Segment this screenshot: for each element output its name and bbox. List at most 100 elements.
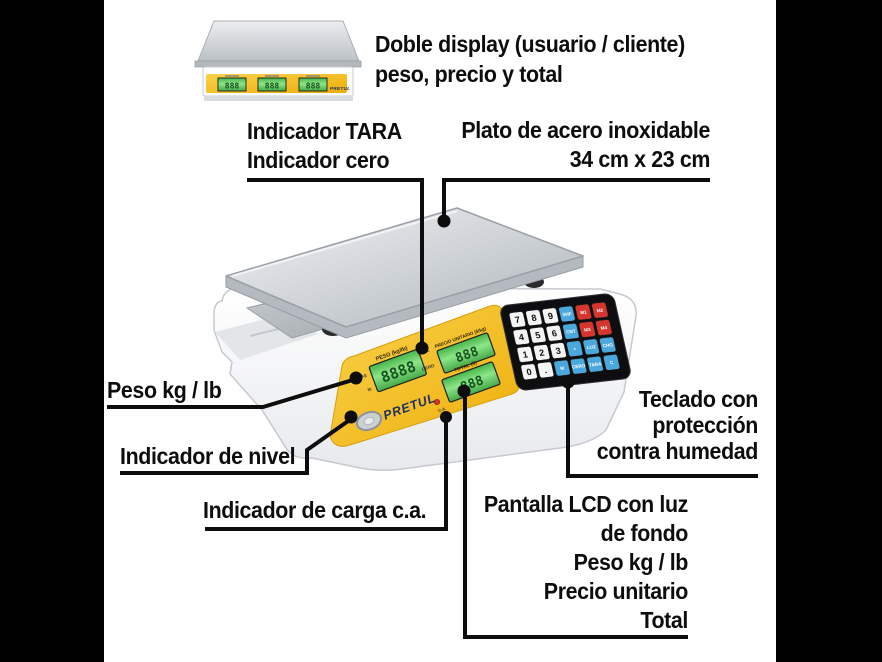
peso-callout-line (107, 377, 357, 409)
keypad-key-M3 (578, 321, 596, 338)
mini-plate (197, 20, 360, 62)
callout-pantalla-line3: Peso kg / lb (573, 549, 689, 575)
keypad-key-4 (512, 328, 530, 346)
nivel-callout-line (120, 417, 353, 475)
keypad-key-TARA (586, 356, 604, 373)
keypad-key-label-M4: M4 (600, 325, 608, 331)
unit-kg-label: kg (361, 372, 368, 379)
mini-display-label-2 (265, 75, 279, 77)
callout-pantalla-line1: Pantalla LCD con luz (483, 491, 688, 517)
keypad-key-label-M1: M1 (580, 310, 588, 316)
mini-display-value-3: 888 (306, 82, 321, 91)
keypad-key-2 (533, 344, 551, 361)
keypad-key-label-LUZ: LUZ (586, 344, 596, 350)
peso-display: PESO (kg/lb) 8888 kg lb (361, 346, 427, 392)
caption-line-2: peso, precio y total (375, 61, 563, 87)
keypad-key-label-SHF: SHF (562, 311, 572, 317)
keypad-key-label-CHG: CHG (602, 342, 614, 348)
keypad-key-LUZ (582, 338, 600, 356)
tara-callout-line (247, 178, 424, 348)
callout-tara-line1: Indicador TARA (247, 118, 402, 144)
callout-dots (344, 214, 575, 424)
keypad-key-label-3: 3 (555, 346, 562, 356)
callout-teclado-line2: protección (652, 412, 758, 438)
keypad-key-1 (516, 346, 534, 363)
keypad-key-label-6: 6 (551, 328, 558, 338)
callout-carga-line1: Indicador de carga c.a. (203, 497, 427, 523)
mini-scale: 888 888 888 PRETUL (194, 20, 362, 101)
keypad-key-label-5: 5 (534, 330, 541, 340)
ac-power-label: C.A. (437, 406, 447, 414)
callout-plato-line2: 34 cm x 23 cm (569, 146, 711, 172)
keypad-key-0 (520, 363, 538, 380)
mini-brand-logo: PRETUL (330, 86, 350, 91)
keypad-key-6 (545, 325, 563, 342)
callout-nivel: Indicador de nivel (120, 442, 296, 471)
keypad-key-label-4: 4 (518, 332, 525, 342)
keypad-key-SHF (558, 305, 576, 323)
callout-carga: Indicador de carga c.a. (203, 496, 427, 525)
keypad-key-label-1: 1 (522, 349, 529, 359)
keypad-key-9 (541, 307, 559, 325)
callout-teclado: Teclado con protección contra humedad (553, 386, 759, 464)
unit-lb-label: lb (367, 386, 373, 392)
mini-display-label-1 (225, 75, 239, 77)
ac-power-led (433, 398, 440, 405)
keypad-key-label-TARA: TARA (588, 361, 602, 367)
keypad-key-label-8: 8 (530, 313, 537, 323)
keypad-key-7 (508, 311, 526, 328)
pantalla-callout-line (463, 393, 688, 639)
keypad-key-M1 (574, 303, 592, 321)
keypad-key-label-+: + (573, 346, 577, 351)
mini-plate-edge (194, 60, 362, 68)
mini-displays: 888 888 888 (217, 75, 328, 92)
callout-plato: Plato de acero inoxidable 34 cm x 23 cm (440, 116, 710, 174)
level-indicator (355, 410, 383, 432)
carga-callout-line (205, 419, 448, 531)
main-scale: PESO (kg/lb) 8888 kg lb TARA CERO PRECIO… (213, 207, 637, 472)
callout-pantalla-line4: Precio unitario (543, 578, 689, 604)
keypad-key-M2 (591, 302, 609, 319)
callout-plato-line1: Plato de acero inoxidable (461, 117, 710, 143)
keypad-key-8 (525, 309, 543, 326)
keypad-key-label-2: 2 (538, 348, 545, 358)
keypad-key-label-.: . (543, 365, 548, 375)
caption-line-1: Doble display (usuario / cliente) (375, 31, 685, 57)
teclado-callout-line (566, 384, 758, 478)
mini-display-label-3 (306, 75, 320, 77)
mini-display-1 (217, 77, 247, 92)
callout-peso: Peso kg / lb (107, 376, 222, 405)
mini-base (204, 96, 353, 101)
keypad-key-label-M: M (560, 366, 565, 371)
keypad-key-CHG (599, 336, 617, 354)
plato-callout-dot (437, 214, 451, 228)
keypad-key-M (553, 359, 571, 377)
keypad-key-label-7: 7 (514, 315, 521, 325)
peso-callout-dot (349, 371, 363, 385)
keypad-key-5 (529, 326, 547, 344)
caption-doble-display: Doble display (usuario / cliente) peso, … (375, 29, 685, 89)
keypad-key-label-M2: M2 (596, 308, 604, 314)
keypad-key-C (603, 354, 621, 371)
plato-callout-line (442, 178, 710, 221)
keypad-key-label-0: 0 (526, 367, 533, 377)
callout-tara-line2: Indicador cero (247, 147, 390, 173)
precio-display: PRECIO UNITARIO ($/kg) 888 (434, 326, 496, 374)
keypad-key-label-M3: M3 (584, 327, 592, 333)
pantalla-callout-dot (457, 384, 471, 398)
carga-callout-dot (440, 411, 452, 423)
mini-display-3 (298, 77, 328, 92)
plate-highlight (231, 210, 458, 277)
tara-callout-dot (415, 341, 429, 355)
keypad-key-CNT (562, 323, 580, 340)
keypad-key-label-CNT: CNT (566, 329, 577, 335)
keypad-key-3 (549, 342, 567, 359)
keypad-key-CERO (570, 357, 588, 375)
mini-display-value-1: 888 (225, 82, 240, 91)
callout-pantalla-line2: de fondo (600, 520, 689, 546)
keypad-key-label-C: C (609, 360, 614, 365)
mini-display-2 (257, 77, 287, 92)
